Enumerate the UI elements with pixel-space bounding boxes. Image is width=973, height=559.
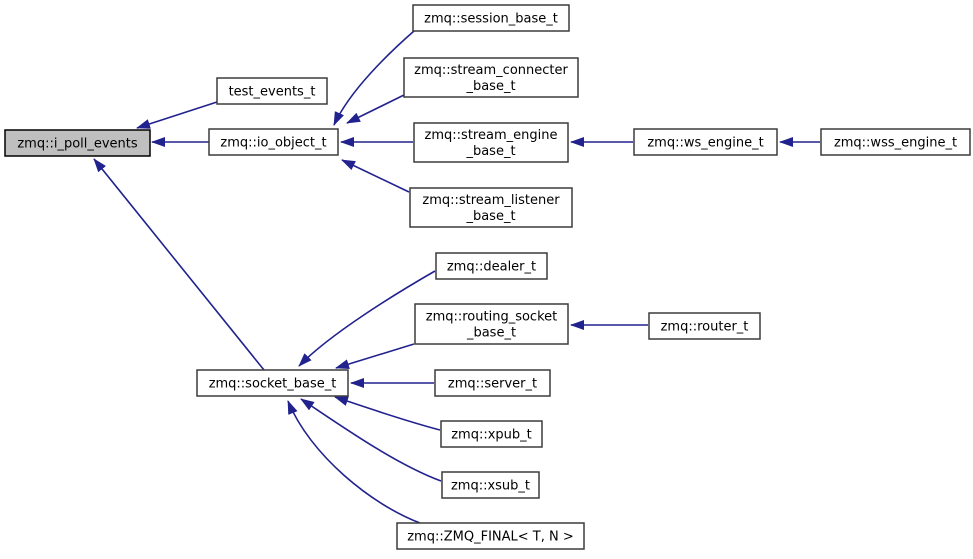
class-node-box — [820, 128, 971, 156]
class-node-label: zmq::xpub_t — [451, 428, 532, 443]
class-node-label: zmq::xsub_t — [451, 479, 530, 494]
class-node-io_object_t[interactable]: zmq::io_object_t — [208, 128, 339, 156]
class-node-label: zmq::stream_listener — [422, 193, 560, 208]
class-node-label: zmq::router_t — [661, 320, 749, 335]
class-node-xsub_t[interactable]: zmq::xsub_t — [441, 471, 540, 499]
class-node-label: zmq::wss_engine_t — [834, 136, 957, 151]
class-node-box — [440, 420, 543, 448]
class-node-box — [208, 128, 339, 156]
class-node-label: zmq::ZMQ_FINAL< T, N > — [407, 530, 574, 545]
class-node-router_t[interactable]: zmq::router_t — [648, 312, 761, 340]
class-node-label: _base_t — [466, 326, 516, 341]
class-node-test_events_t[interactable]: test_events_t — [216, 77, 328, 105]
inheritance-edge-socket_base_t-to-i_poll_events — [93, 158, 265, 371]
class-node-box — [633, 128, 778, 156]
class-node-box — [403, 57, 579, 98]
class-node-label: zmq::io_object_t — [220, 136, 326, 151]
inheritance-edge-dealer_t-to-socket_base_t — [298, 270, 436, 367]
class-node-xpub_t[interactable]: zmq::xpub_t — [440, 420, 543, 448]
class-node-session_base_t[interactable]: zmq::session_base_t — [412, 4, 570, 32]
class-node-box — [413, 122, 569, 163]
class-node-box — [434, 369, 551, 397]
class-node-stream_connecter_base_t[interactable]: zmq::stream_connecter_base_t — [403, 57, 579, 98]
class-node-i_poll_events: zmq::i_poll_events — [4, 129, 151, 157]
class-node-box — [409, 187, 573, 228]
class-node-server_t[interactable]: zmq::server_t — [434, 369, 551, 397]
class-node-label: zmq::server_t — [448, 377, 537, 392]
class-node-box — [196, 369, 349, 397]
class-node-zmq_final_t_n[interactable]: zmq::ZMQ_FINAL< T, N > — [396, 522, 585, 550]
class-node-label: _base_t — [465, 209, 515, 224]
class-node-label: _base_t — [465, 144, 515, 159]
class-node-label: zmq::session_base_t — [424, 12, 558, 27]
class-node-stream_listener_base_t[interactable]: zmq::stream_listener_base_t — [409, 187, 573, 228]
class-node-label: zmq::routing_socket — [426, 310, 558, 325]
inheritance-edge-zmq_final_t_n-to-socket_base_t — [287, 400, 421, 524]
class-node-box — [414, 303, 569, 345]
class-node-label: zmq::stream_connecter — [414, 63, 568, 78]
class-node-dealer_t[interactable]: zmq::dealer_t — [435, 252, 548, 280]
class-node-box — [648, 312, 761, 340]
inheritance-edge-xsub_t-to-socket_base_t — [300, 398, 442, 482]
class-node-label: zmq::stream_engine — [425, 128, 558, 143]
class-node-ws_engine_t[interactable]: zmq::ws_engine_t — [633, 128, 778, 156]
class-node-label: zmq::i_poll_events — [17, 137, 138, 152]
class-node-box — [396, 522, 585, 550]
class-node-label: zmq::dealer_t — [447, 260, 536, 275]
class-node-routing_socket_base_t[interactable]: zmq::routing_socket_base_t — [414, 303, 569, 345]
inheritance-edge-stream_connecter_base_t-to-io_object_t — [346, 94, 405, 124]
class-node-label: zmq::socket_base_t — [209, 377, 337, 392]
class-node-box — [412, 4, 570, 32]
class-node-socket_base_t[interactable]: zmq::socket_base_t — [196, 369, 349, 397]
inheritance-edge-session_base_t-to-io_object_t — [333, 30, 415, 126]
class-node-label: test_events_t — [229, 85, 316, 100]
inheritance-edge-routing_socket_base_t-to-socket_base_t — [335, 343, 415, 369]
inheritance-edge-stream_listener_base_t-to-io_object_t — [341, 159, 410, 193]
class-node-box — [216, 77, 328, 105]
class-node-label: zmq::ws_engine_t — [647, 136, 763, 151]
inheritance-edge-test_events_t-to-i_poll_events — [136, 101, 218, 129]
class-node-stream_engine_base_t[interactable]: zmq::stream_engine_base_t — [413, 122, 569, 163]
class-node-wss_engine_t[interactable]: zmq::wss_engine_t — [820, 128, 971, 156]
class-node-box — [435, 252, 548, 280]
class-node-box — [4, 129, 151, 157]
inheritance-edge-xpub_t-to-socket_base_t — [334, 396, 441, 431]
class-node-label: _base_t — [465, 79, 515, 94]
class-node-box — [441, 471, 540, 499]
